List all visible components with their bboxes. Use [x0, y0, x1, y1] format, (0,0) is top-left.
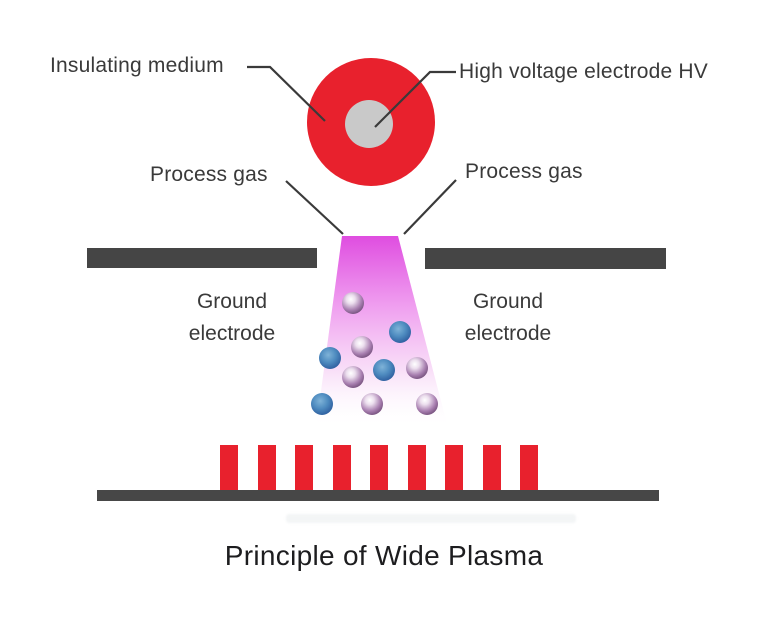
hv-electrode-circle	[345, 100, 393, 148]
comb-bar	[445, 445, 463, 490]
particle-purple	[342, 292, 364, 314]
ground-electrode-left-line2: electrode	[188, 322, 276, 345]
ground-electrode-bar-left	[87, 248, 317, 268]
comb-bar	[332, 445, 351, 490]
particle-purple	[406, 357, 428, 379]
ground-electrode-bar-right	[425, 248, 666, 269]
comb-bar	[220, 445, 238, 490]
particle-purple	[351, 336, 373, 358]
particle-purple	[416, 393, 438, 415]
particle-blue	[319, 347, 341, 369]
hv-electrode-label: High voltage electrode HV	[459, 60, 708, 83]
hv-electrode-leader-line	[374, 70, 456, 128]
ground-electrode-left-label: Ground electrode	[157, 286, 307, 350]
ground-electrode-right-line1: Ground	[472, 290, 544, 313]
comb-bar	[520, 445, 538, 490]
process-gas-right-label: Process gas	[465, 160, 583, 183]
comb-bar	[295, 445, 313, 490]
process-gas-left-leader-line	[285, 180, 344, 235]
particle-purple	[361, 393, 383, 415]
diagram-title: Principle of Wide Plasma	[224, 540, 544, 571]
comb-bar	[370, 445, 388, 490]
ground-electrode-right-label: Ground electrode	[433, 286, 583, 350]
particle-purple	[342, 366, 364, 388]
insulating-medium-leader-line	[247, 65, 326, 122]
comb-bar	[257, 445, 276, 490]
ground-electrode-right-line2: electrode	[464, 322, 552, 345]
comb-bar	[482, 445, 501, 490]
comb-bar	[407, 445, 426, 490]
particle-blue	[311, 393, 333, 415]
process-gas-right-leader-line	[403, 179, 457, 235]
faint-watermark	[286, 514, 576, 523]
particle-blue	[373, 359, 395, 381]
particle-blue	[389, 321, 411, 343]
substrate-bar	[97, 490, 659, 501]
insulating-medium-label: Insulating medium	[50, 54, 224, 77]
process-gas-left-label: Process gas	[150, 163, 268, 186]
ground-electrode-left-line1: Ground	[196, 290, 268, 313]
